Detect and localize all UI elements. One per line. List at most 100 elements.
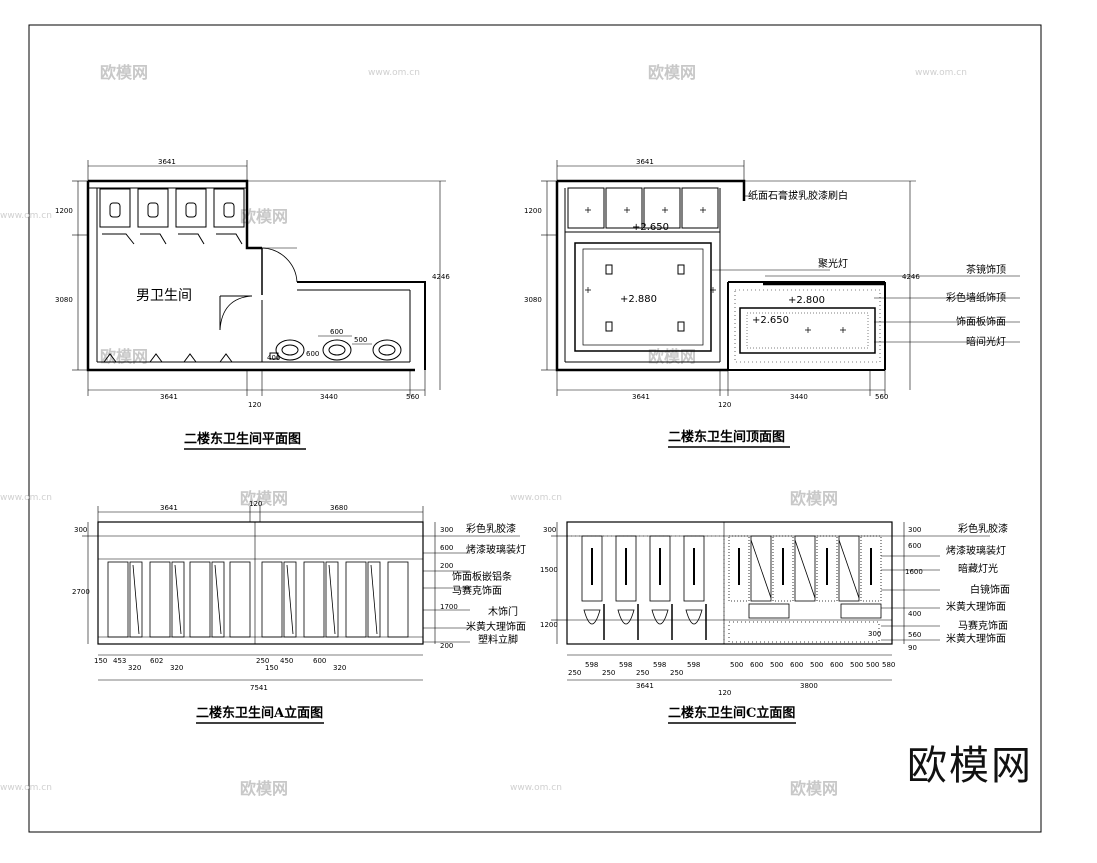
elevation-c-bottom-dims: 250 598 250 598 250 598 250 598 500 600 … [568,661,895,677]
svg-text:600: 600 [830,661,843,669]
svg-text:598: 598 [585,661,598,669]
svg-text:600: 600 [750,661,763,669]
svg-text:320: 320 [170,664,183,672]
svg-text:598: 598 [687,661,700,669]
brand-logo: 欧模网 [907,743,1033,789]
svg-text:烤漆玻璃装灯: 烤漆玻璃装灯 [466,543,526,556]
svg-text:150: 150 [265,664,278,672]
svg-text:560: 560 [875,393,888,401]
svg-text:欧模网: 欧模网 [100,347,148,366]
svg-text:塑料立脚: 塑料立脚 [478,633,518,646]
svg-text:3080: 3080 [524,296,542,304]
svg-text:200: 200 [440,562,453,570]
svg-text:500: 500 [730,661,743,669]
svg-text:250: 250 [636,669,649,677]
svg-text:1600: 1600 [905,568,923,576]
svg-text:欧模网: 欧模网 [100,63,148,82]
svg-text:560: 560 [406,393,419,401]
svg-text:602: 602 [150,657,163,665]
drawing-titles: 二楼东卫生间平面图 二楼东卫生间顶面图 二楼东卫生间A立面图 二楼东卫生间C立面… [184,429,796,724]
svg-text:+2.800: +2.800 [788,295,825,306]
svg-text:320: 320 [128,664,141,672]
svg-text:+2.880: +2.880 [620,294,657,305]
svg-text:www.om.cn: www.om.cn [0,493,52,503]
room-label: 男卫生间 [136,288,192,304]
svg-text:500: 500 [810,661,823,669]
svg-text:米黄大理饰面: 米黄大理饰面 [946,600,1006,613]
svg-text:饰面板饰面: 饰面板饰面 [956,315,1006,328]
plan-sinks [269,339,402,361]
svg-text:1200: 1200 [55,207,73,215]
svg-text:450: 450 [280,657,293,665]
svg-text:www.om.cn: www.om.cn [510,493,562,503]
elevation-a-bottom-dims: 150 453 602 320 320 250 450 600 150 320 [94,657,346,672]
svg-text:欧模网: 欧模网 [240,489,288,508]
svg-text:茶镜饰顶: 茶镜饰顶 [966,263,1006,276]
svg-text:600: 600 [330,328,343,336]
svg-text:3080: 3080 [55,296,73,304]
svg-text:300: 300 [74,526,87,534]
svg-text:600: 600 [440,544,453,552]
svg-text:欧模网: 欧模网 [648,63,696,82]
elevation-c-mirror-panels [728,535,882,643]
svg-text:600: 600 [908,542,921,550]
svg-text:3641: 3641 [636,682,654,690]
svg-text:暗藏灯光: 暗藏灯光 [958,562,998,575]
svg-text:3641: 3641 [632,393,650,401]
svg-text:4246: 4246 [902,273,920,281]
svg-text:白镜饰面: 白镜饰面 [970,583,1010,596]
plan-floor-drains [103,353,233,363]
title-ceiling: 二楼东卫生间顶面图 [668,429,785,445]
svg-text:120: 120 [248,401,261,409]
title-elevation-a: 二楼东卫生间A立面图 [196,705,323,721]
svg-text:500: 500 [770,661,783,669]
svg-text:3440: 3440 [320,393,338,401]
svg-text:2700: 2700 [72,588,90,596]
svg-text:300: 300 [543,526,556,534]
floor-plan: 3641 1200 3080 4246 3641 120 3440 560 60… [55,158,450,409]
svg-text:400: 400 [908,610,921,618]
svg-text:www.om.cn: www.om.cn [368,68,420,78]
svg-text:3641: 3641 [160,504,178,512]
svg-text:3800: 3800 [800,682,818,690]
svg-text:7541: 7541 [250,684,268,692]
svg-text:3641: 3641 [160,393,178,401]
svg-text:90: 90 [908,644,917,652]
svg-text:3641: 3641 [158,158,176,166]
svg-text:烤漆玻璃装灯: 烤漆玻璃装灯 [946,544,1006,557]
svg-text:4246: 4246 [432,273,450,281]
svg-text:580: 580 [882,661,895,669]
elevation-a-panels [107,561,409,638]
svg-text:400: 400 [267,354,280,362]
svg-text:欧模网: 欧模网 [240,207,288,226]
svg-text:120: 120 [249,500,262,508]
svg-text:500: 500 [866,661,879,669]
svg-text:300: 300 [908,526,921,534]
spot-lights [605,264,685,332]
svg-text:彩色乳胶漆: 彩色乳胶漆 [466,522,516,535]
svg-text:500: 500 [354,336,367,344]
svg-text:453: 453 [113,657,126,665]
svg-text:马赛克饰面: 马赛克饰面 [452,584,502,597]
svg-text:米黄大理饰面: 米黄大理饰面 [946,632,1006,645]
svg-text:+2.650: +2.650 [752,315,789,326]
svg-text:598: 598 [619,661,632,669]
title-plan: 二楼东卫生间平面图 [184,431,301,447]
svg-text:300: 300 [440,526,453,534]
svg-text:200: 200 [440,642,453,650]
svg-text:马赛克饰面: 马赛克饰面 [958,619,1008,632]
svg-text:米黄大理饰面: 米黄大理饰面 [466,620,526,633]
svg-text:3680: 3680 [330,504,348,512]
svg-text:150: 150 [94,657,107,665]
svg-text:250: 250 [568,669,581,677]
svg-text:欧模网: 欧模网 [240,779,288,798]
svg-text:120: 120 [718,401,731,409]
svg-text:欧模网: 欧模网 [790,489,838,508]
svg-text:彩色墙纸饰顶: 彩色墙纸饰顶 [946,291,1006,304]
ceiling-plan: 3641 1200 3080 4246 3641 120 3440 560 +2… [524,158,1020,409]
svg-text:1700: 1700 [440,603,458,611]
svg-text:250: 250 [670,669,683,677]
svg-text:320: 320 [333,664,346,672]
svg-text:600: 600 [306,350,319,358]
